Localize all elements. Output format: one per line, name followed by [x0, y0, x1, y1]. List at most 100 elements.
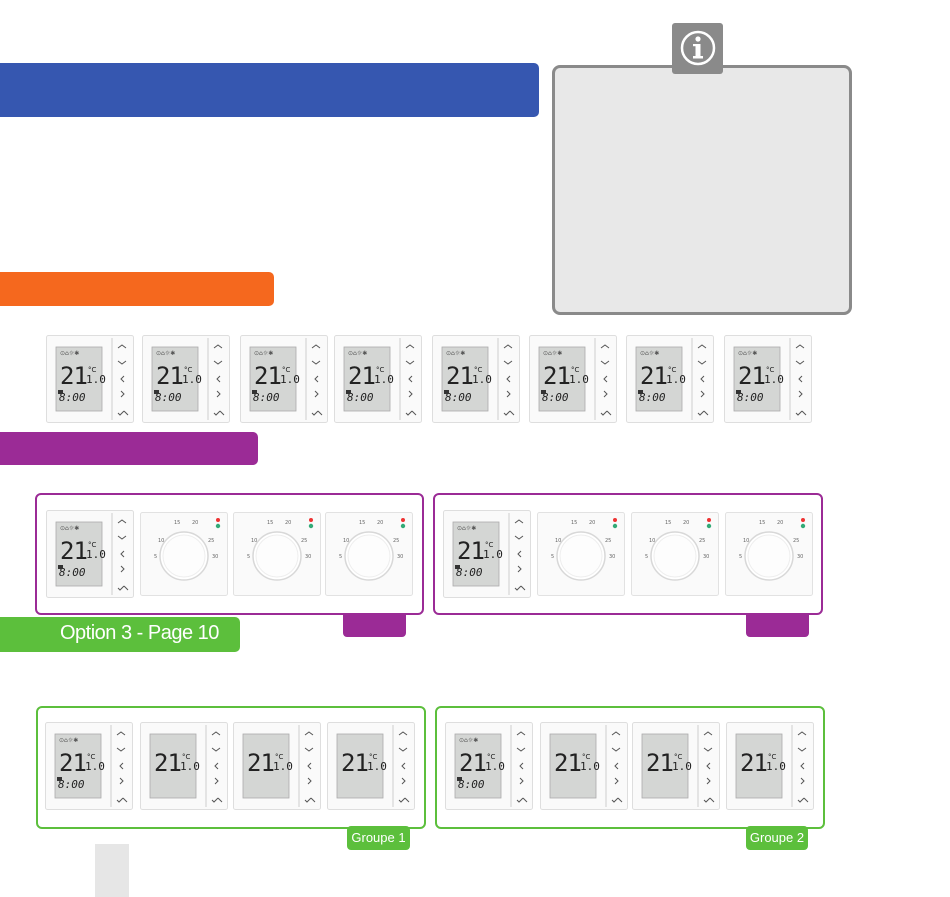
- svg-text:15: 15: [759, 520, 765, 526]
- svg-text:21: 21: [59, 749, 86, 777]
- svg-text:8:00: 8:00: [155, 391, 182, 404]
- svg-text:10: 10: [158, 538, 164, 544]
- svg-text:1.0: 1.0: [666, 373, 686, 386]
- svg-text:25: 25: [301, 538, 307, 544]
- svg-text:°C: °C: [668, 366, 677, 374]
- svg-text:⊙⌂☼✱: ⊙⌂☼✱: [543, 350, 562, 357]
- svg-text:21: 21: [740, 749, 767, 777]
- svg-text:°C: °C: [674, 753, 683, 761]
- group1-label: Groupe 1: [347, 826, 410, 850]
- svg-text:5: 5: [247, 554, 250, 560]
- svg-text:21: 21: [60, 537, 87, 565]
- svg-text:⊙⌂☼✱: ⊙⌂☼✱: [156, 350, 175, 357]
- svg-text:21: 21: [554, 749, 581, 777]
- svg-text:°C: °C: [571, 366, 580, 374]
- option3-label: Option 3 - Page 10: [60, 622, 219, 644]
- svg-text:8:00: 8:00: [639, 391, 666, 404]
- svg-text:1.0: 1.0: [569, 373, 589, 386]
- svg-text:°C: °C: [487, 753, 496, 761]
- svg-text:25: 25: [393, 538, 399, 544]
- svg-text:⊙⌂☼✱: ⊙⌂☼✱: [60, 350, 79, 357]
- section-header-purple: [0, 432, 258, 465]
- svg-text:°C: °C: [768, 753, 777, 761]
- svg-text:⊙⌂☼✱: ⊙⌂☼✱: [457, 525, 476, 532]
- svg-text:21: 21: [348, 362, 375, 390]
- svg-text:⊙⌂☼✱: ⊙⌂☼✱: [738, 350, 757, 357]
- section-header-blue: [0, 63, 539, 117]
- svg-text:⊙⌂☼✱: ⊙⌂☼✱: [60, 525, 79, 532]
- page-tab: [95, 844, 129, 897]
- svg-text:°C: °C: [369, 753, 378, 761]
- svg-text:°C: °C: [184, 366, 193, 374]
- svg-text:5: 5: [339, 554, 342, 560]
- svg-text:21: 21: [457, 537, 484, 565]
- svg-text:1.0: 1.0: [182, 373, 202, 386]
- svg-text:8:00: 8:00: [59, 391, 86, 404]
- svg-text:21: 21: [459, 749, 486, 777]
- svg-text:1.0: 1.0: [485, 760, 505, 773]
- svg-text:15: 15: [359, 520, 365, 526]
- svg-text:1.0: 1.0: [367, 760, 387, 773]
- svg-text:25: 25: [793, 538, 799, 544]
- svg-text:1.0: 1.0: [86, 548, 106, 561]
- svg-text:21: 21: [254, 362, 281, 390]
- svg-text:⊙⌂☼✱: ⊙⌂☼✱: [446, 350, 465, 357]
- svg-text:°C: °C: [88, 366, 97, 374]
- group-tab: [746, 615, 809, 637]
- svg-text:1.0: 1.0: [580, 760, 600, 773]
- svg-text:20: 20: [683, 520, 689, 526]
- svg-text:21: 21: [738, 362, 765, 390]
- svg-text:⊙⌂☼✱: ⊙⌂☼✱: [59, 737, 78, 744]
- svg-text:8:00: 8:00: [542, 391, 569, 404]
- svg-text:15: 15: [665, 520, 671, 526]
- svg-text:1.0: 1.0: [672, 760, 692, 773]
- svg-text:1.0: 1.0: [85, 760, 105, 773]
- svg-text:21: 21: [446, 362, 473, 390]
- svg-text:21: 21: [60, 362, 87, 390]
- svg-text:10: 10: [251, 538, 257, 544]
- svg-text:30: 30: [703, 554, 709, 560]
- svg-text:°C: °C: [275, 753, 284, 761]
- svg-text:8:00: 8:00: [456, 566, 483, 579]
- svg-text:°C: °C: [376, 366, 385, 374]
- svg-text:30: 30: [797, 554, 803, 560]
- info-tab: [672, 23, 723, 74]
- svg-text:15: 15: [571, 520, 577, 526]
- svg-text:5: 5: [551, 554, 554, 560]
- info-icon: [680, 30, 716, 66]
- option-group-frame: [433, 493, 823, 615]
- svg-text:25: 25: [605, 538, 611, 544]
- svg-text:°C: °C: [282, 366, 291, 374]
- svg-text:°C: °C: [474, 366, 483, 374]
- svg-text:8:00: 8:00: [58, 778, 85, 791]
- svg-text:⊙⌂☼✱: ⊙⌂☼✱: [459, 737, 478, 744]
- svg-text:°C: °C: [485, 541, 494, 549]
- svg-text:5: 5: [739, 554, 742, 560]
- svg-text:1.0: 1.0: [180, 760, 200, 773]
- svg-text:°C: °C: [88, 541, 97, 549]
- svg-text:1.0: 1.0: [280, 373, 300, 386]
- svg-text:8:00: 8:00: [445, 391, 472, 404]
- svg-text:°C: °C: [182, 753, 191, 761]
- svg-text:8:00: 8:00: [59, 566, 86, 579]
- group2-label: Groupe 2: [746, 826, 808, 850]
- option3-header: Option 3 - Page 10: [0, 617, 240, 652]
- group-tab: [343, 615, 406, 637]
- svg-text:5: 5: [154, 554, 157, 560]
